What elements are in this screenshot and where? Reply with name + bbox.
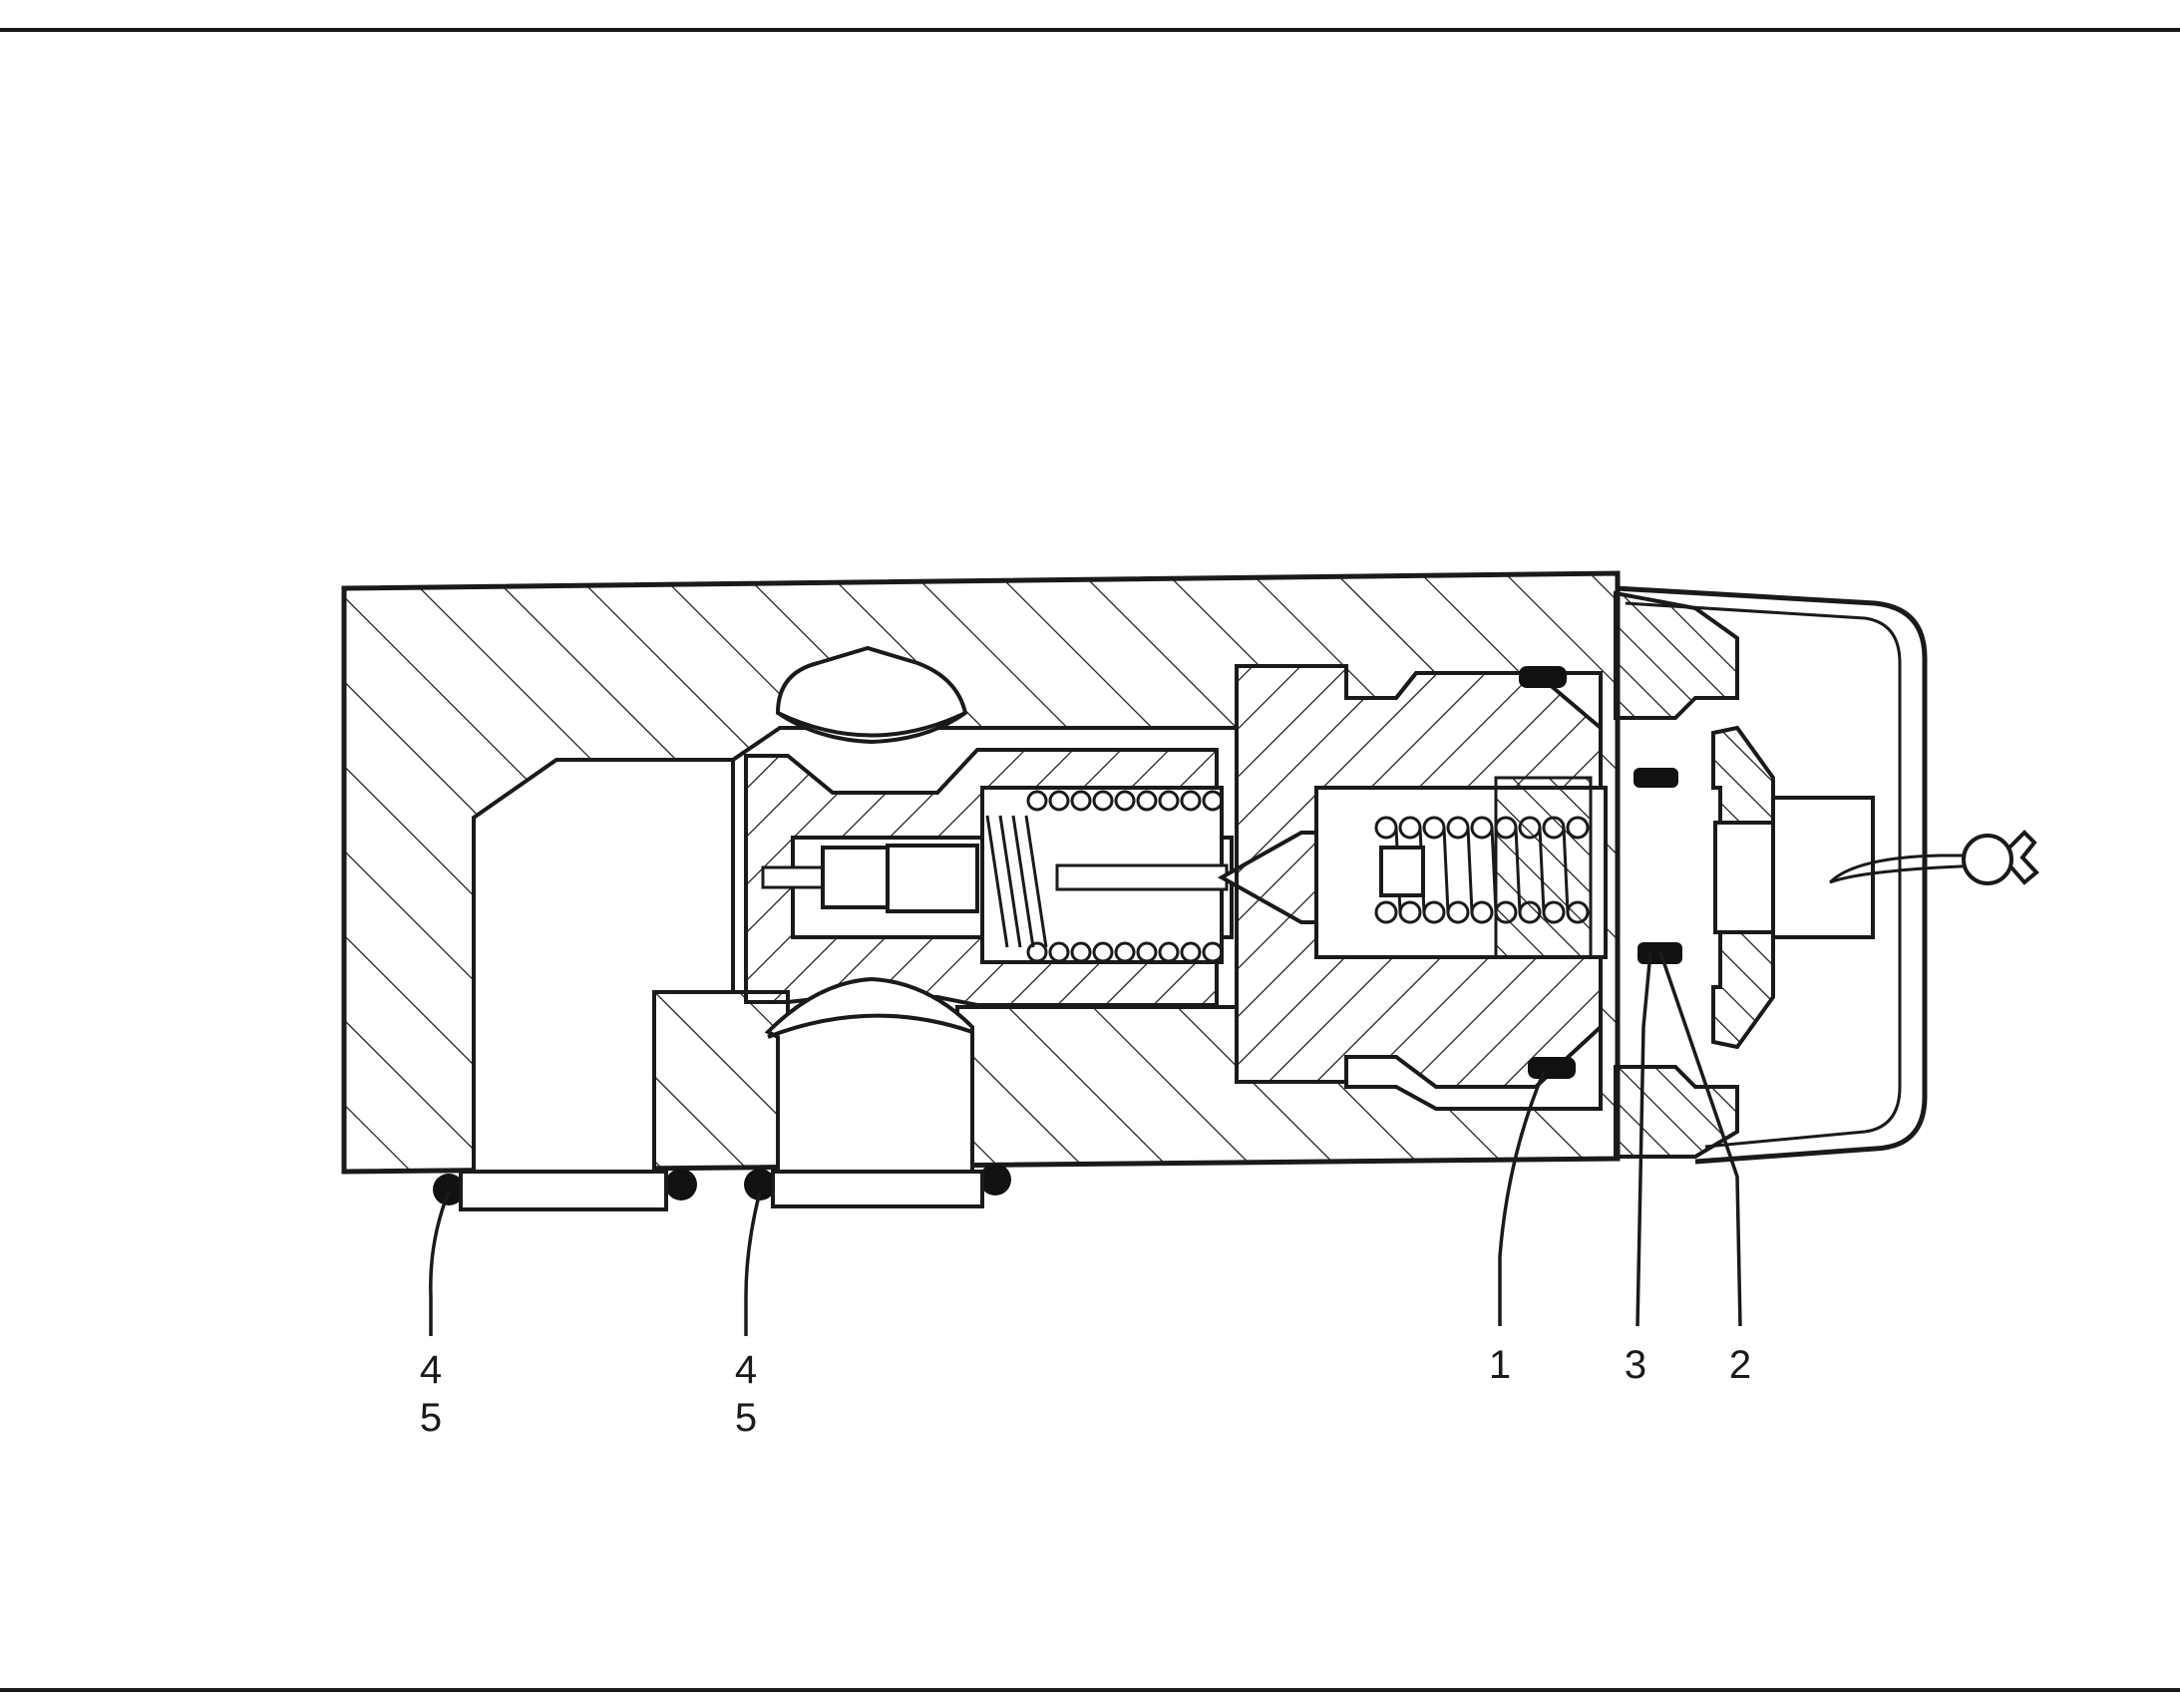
seal-tag [1962,834,2013,885]
wire-guard-inner [1625,601,1902,1149]
callout-number: 5 [419,1396,443,1440]
callout-number: 5 [734,1396,758,1440]
seal-tag-tail [2007,830,2039,885]
pilot-stem [761,865,825,889]
left-spring [985,790,1224,963]
callout-number: 4 [419,1348,443,1392]
callout-seal-1: 1 [1470,1341,1530,1389]
callout-number: 4 [734,1348,758,1392]
lock-wire [1828,854,1980,884]
cap-housing [1614,590,1739,720]
adjusting-screw [1713,821,1777,934]
lower-ball [764,976,974,1174]
cap-housing-lower [1614,1065,1739,1159]
seal-2-upper [1634,768,1678,788]
pilot-body [886,844,979,913]
callout-number: 2 [1728,1343,1752,1387]
callout-number: 1 [1488,1343,1512,1387]
left-stem-rod [1055,863,1229,891]
pilot-head [821,846,890,909]
callout-seal-4-5-left: 4 5 [401,1346,461,1442]
callout-seal-2: 2 [1710,1341,1770,1389]
callout-number: 3 [1624,1343,1647,1387]
wire-guard [1615,585,1928,1165]
callout-seal-4-5-mid: 4 5 [716,1346,776,1442]
seal-1-lower [1528,1057,1576,1079]
callout-seal-3: 3 [1606,1341,1665,1389]
spring-retainer [1379,846,1425,897]
seal-1-upper [1519,666,1567,688]
cartridge-sleeve [1494,776,1593,959]
leader-lines [429,951,1742,1336]
mid-port-boss [771,1170,984,1208]
port-seals [433,1164,1011,1205]
left-port-boss [459,1170,668,1211]
